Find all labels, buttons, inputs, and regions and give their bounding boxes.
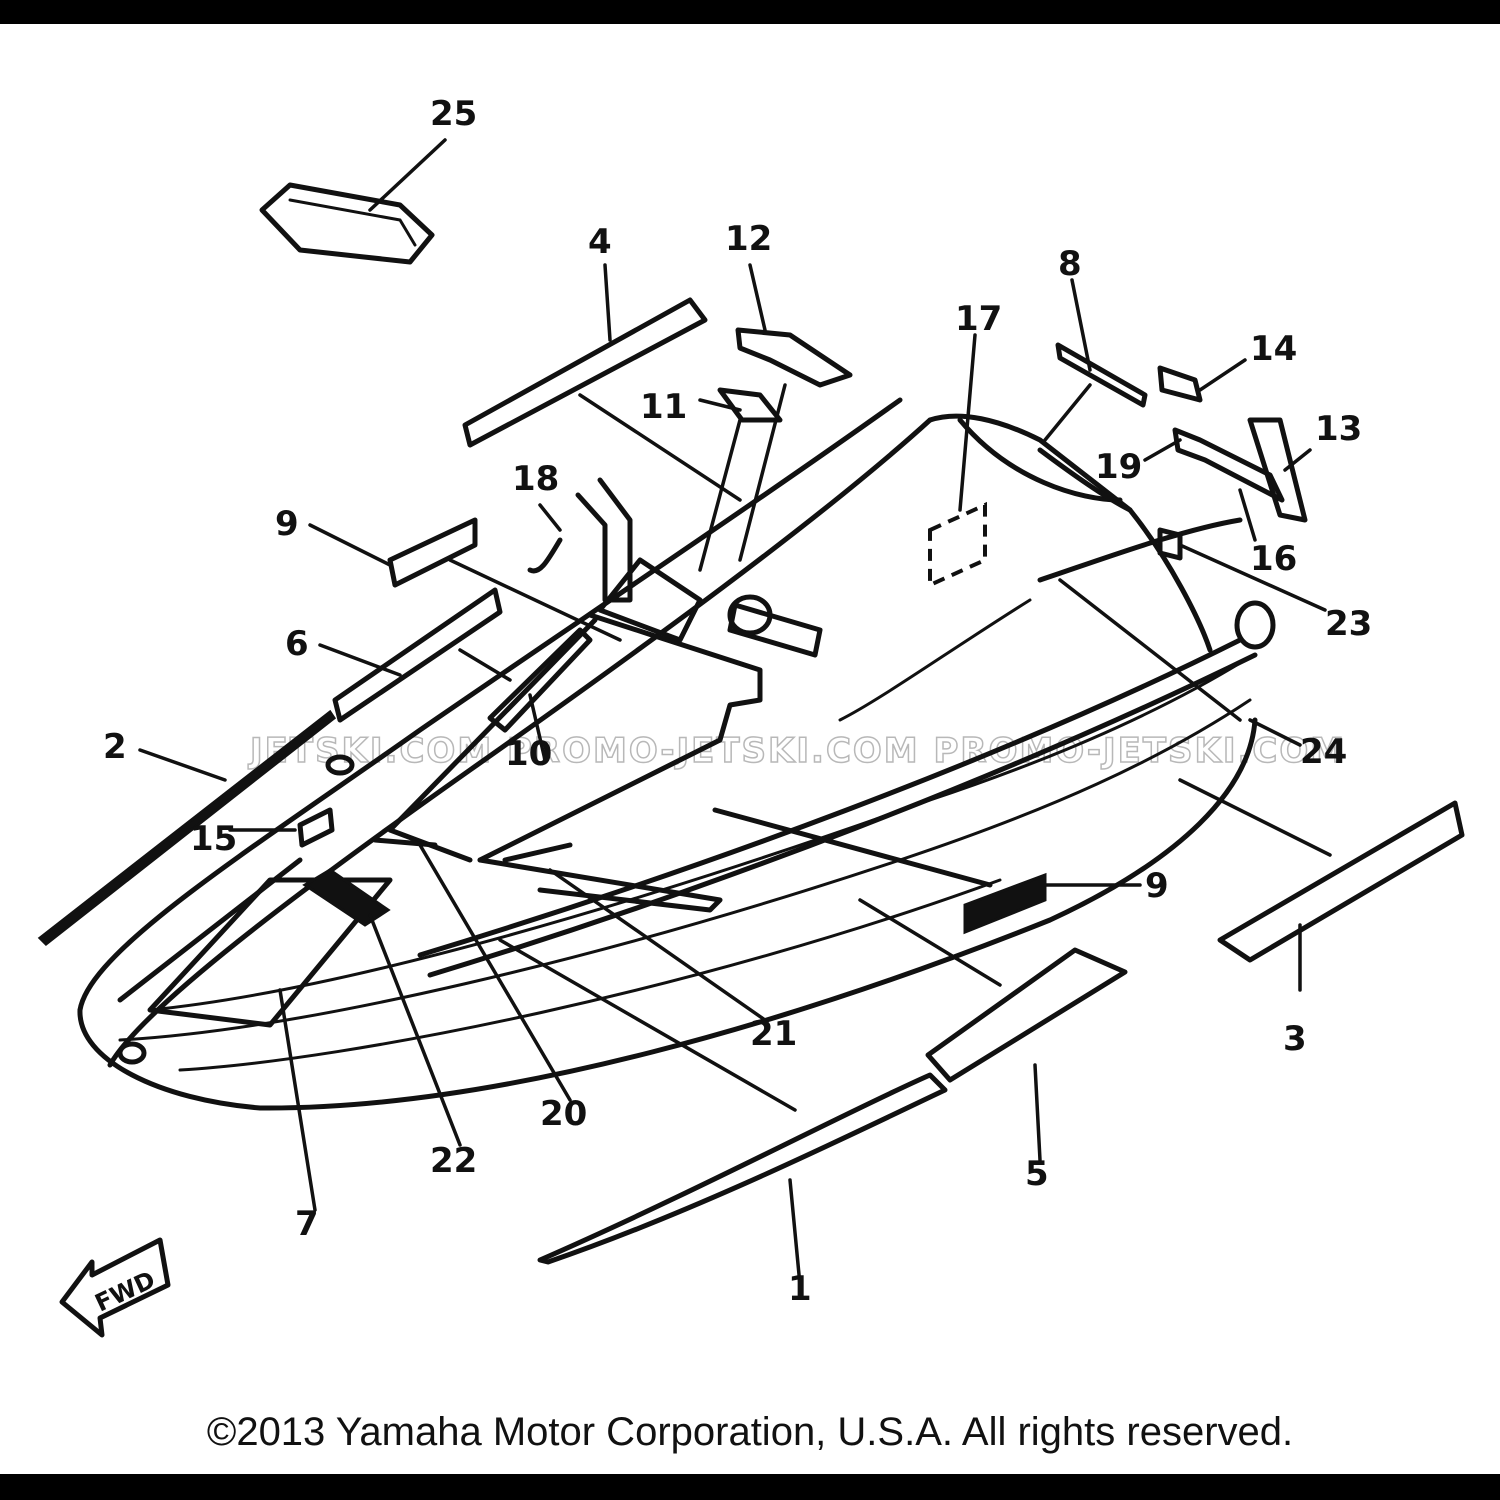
callout-24: 24: [1300, 732, 1347, 772]
forward-arrow-icon: FWD: [59, 1237, 171, 1338]
part-23-decal: [1157, 527, 1183, 561]
fwd-label: FWD: [91, 1266, 160, 1318]
part-2-stripe: [37, 709, 337, 947]
callout-labels: 25 4 12 11 18 9 6 2 10 15 17 8 14 13 19 …: [103, 94, 1372, 1309]
callout-7: 7: [295, 1204, 319, 1244]
part-11-decal: [717, 387, 783, 423]
part-8-decal: [1055, 342, 1148, 408]
callout-22: 22: [430, 1141, 477, 1181]
part-7-leader-line: [712, 807, 993, 888]
callout-11: 11: [640, 387, 687, 427]
callout-20: 20: [540, 1094, 587, 1134]
callout-13: 13: [1315, 409, 1362, 449]
part-9-decal-lower: [963, 872, 1047, 935]
part-17-dashed-label: [928, 501, 987, 589]
callout-17: 17: [955, 299, 1002, 339]
part-18-clip: [527, 537, 563, 574]
part-6-decal: [332, 587, 503, 723]
callout-5: 5: [1025, 1154, 1049, 1194]
part-5-stripe: [925, 947, 1128, 1083]
callout-6: 6: [285, 624, 309, 664]
callout-3: 3: [1283, 1019, 1307, 1059]
copyright-notice: ©2013 Yamaha Motor Corporation, U.S.A. A…: [206, 1410, 1294, 1454]
callout-9-lower: 9: [1145, 866, 1169, 906]
part-20-decal: [372, 837, 438, 848]
part-19-16-decals: [1172, 427, 1285, 503]
part-14-decal: [1157, 365, 1203, 403]
leader-lines: [138, 138, 1332, 1287]
part-21-decal: [502, 842, 573, 863]
part-1-stripe: [537, 1072, 948, 1265]
part-13-decal: [1247, 417, 1308, 523]
callout-4: 4: [588, 222, 612, 262]
callout-18: 18: [512, 459, 559, 499]
callout-10: 10: [505, 734, 552, 774]
callout-9-upper: 9: [275, 504, 299, 544]
part-3-stripe: [1217, 800, 1465, 963]
callout-23: 23: [1325, 604, 1372, 644]
callout-1: 1: [788, 1269, 812, 1309]
callout-16: 16: [1250, 539, 1297, 579]
part-9-decal-upper: [387, 517, 478, 588]
part-15-decal: [297, 807, 335, 848]
callout-19: 19: [1095, 447, 1142, 487]
callout-2: 2: [103, 727, 127, 767]
part-12-decal: [735, 327, 853, 388]
callout-12: 12: [725, 219, 772, 259]
callout-21: 21: [750, 1014, 797, 1054]
part-4-decal: [462, 297, 708, 448]
callout-8: 8: [1058, 244, 1082, 284]
hull-deck: [77, 397, 1276, 1111]
callout-15: 15: [190, 819, 237, 859]
part-25-pad: [259, 182, 435, 265]
part-22-decal: [302, 868, 391, 927]
callout-25: 25: [430, 94, 477, 134]
part-10-decal: [487, 627, 593, 733]
callout-14: 14: [1250, 329, 1297, 369]
